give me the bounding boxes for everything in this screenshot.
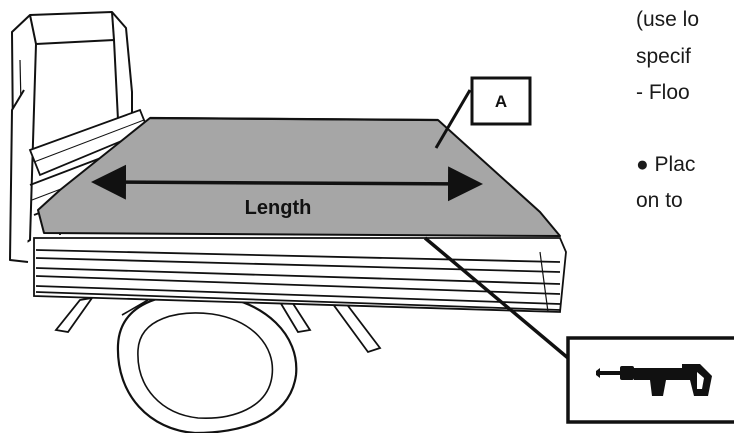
- callout-a-label: A: [495, 92, 507, 111]
- callout-a: A: [434, 76, 532, 149]
- reciprocating-saw-icon: [596, 364, 712, 396]
- tool-leader-line: [423, 236, 570, 360]
- instruction-text-line-2: specif: [636, 45, 691, 68]
- cab-headboard: [9, 11, 133, 263]
- chassis-legs: [54, 296, 382, 354]
- instruction-text-line-3: - Floo: [636, 81, 690, 104]
- length-label: Length: [245, 197, 312, 219]
- tool-callout-box: [566, 336, 734, 424]
- instruction-text-line-1: (use lo: [636, 8, 700, 31]
- instruction-text-line-5: on to: [636, 189, 683, 212]
- instruction-text-line-4: ● Plac: [636, 153, 696, 176]
- tray-side-slats: [33, 237, 567, 313]
- bed-floor-edge: [149, 116, 439, 122]
- wheel: [116, 292, 298, 433]
- length-arrow: [91, 164, 483, 202]
